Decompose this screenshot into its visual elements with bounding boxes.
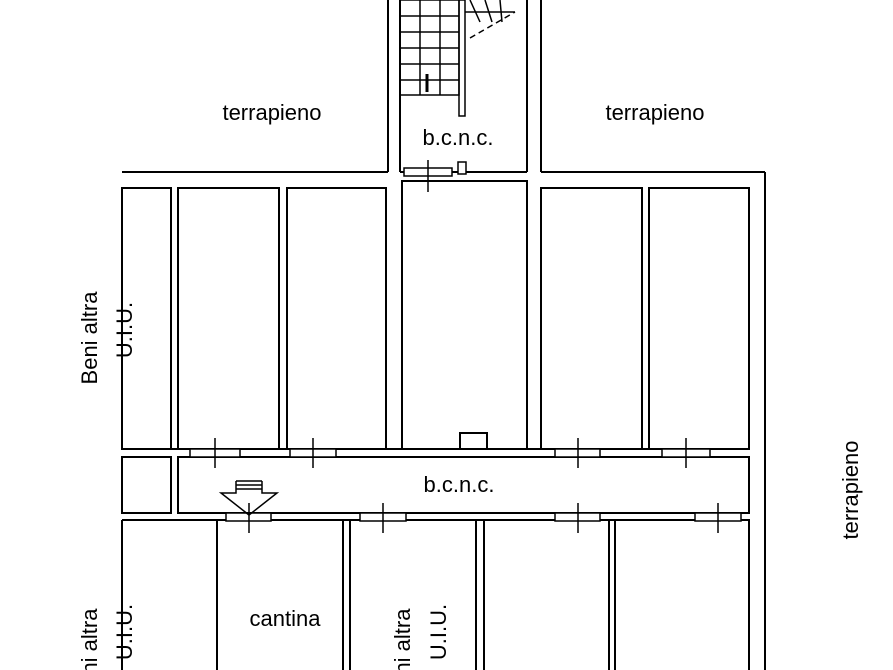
labels: terrapieno terrapieno b.c.n.c. b.c.n.c. …	[77, 100, 863, 670]
room-upper-center	[401, 180, 528, 450]
room-cantina	[216, 519, 344, 670]
label-beni-altra-lower-left-2: U.I.U.	[112, 604, 137, 660]
room-upper-3	[540, 187, 643, 450]
label-terrapieno-right: terrapieno	[605, 100, 704, 125]
label-beni-altra-lower-left-1: Beni altra	[77, 608, 102, 670]
label-bcnc-top: b.c.n.c.	[423, 125, 494, 150]
walls	[121, 0, 766, 670]
corridor	[177, 456, 750, 514]
label-terrapieno-side: terrapieno	[838, 440, 863, 539]
label-beni-altra-upper-2: U.I.U.	[112, 302, 137, 358]
stair-winder	[499, 0, 503, 23]
room-upper-1	[177, 187, 280, 450]
stair-winder	[469, 0, 481, 23]
label-beni-altra-lower-mid-1: Beni altra	[390, 608, 415, 670]
staircase	[399, 0, 516, 117]
label-beni-altra-upper-1: Beni altra	[77, 291, 102, 385]
room-upper-4	[648, 187, 750, 450]
doors	[189, 160, 742, 533]
entrance-arrow-icon	[218, 480, 280, 516]
niche	[459, 432, 488, 450]
room-upper-2	[286, 187, 387, 450]
entrance-arrow-outline	[218, 481, 280, 516]
room-lower-3	[483, 519, 610, 670]
label-beni-altra-lower-mid-2: U.I.U.	[426, 604, 451, 660]
corridor-left-stub	[121, 456, 172, 514]
label-bcnc-corridor: b.c.n.c.	[424, 472, 495, 497]
door-stair-post	[457, 161, 467, 175]
room-lower-4	[614, 519, 750, 670]
label-terrapieno-left: terrapieno	[222, 100, 321, 125]
stair-cut-line	[469, 11, 516, 39]
stair-rail	[458, 0, 466, 117]
room-lower-mid	[349, 519, 477, 670]
stair-winder	[484, 0, 493, 23]
label-cantina: cantina	[250, 606, 322, 631]
